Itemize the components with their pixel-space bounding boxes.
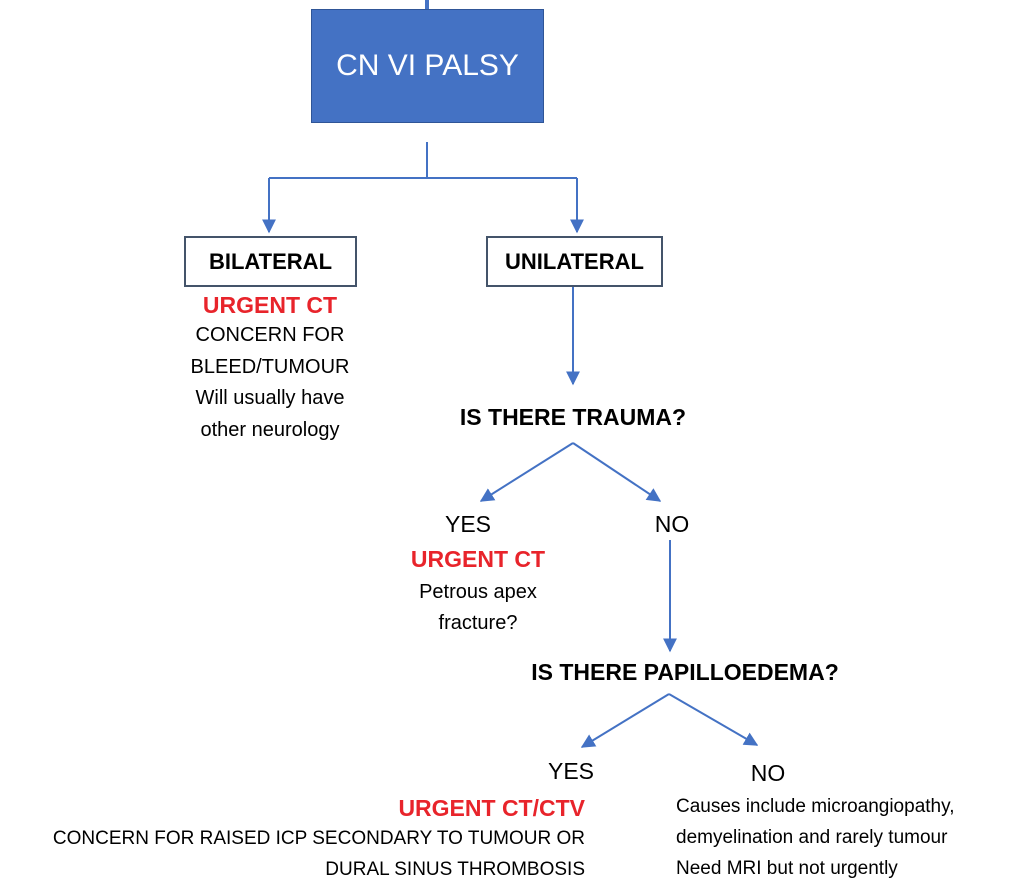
arrow-trauma-no <box>572 442 662 502</box>
bilateral-box: BILATERAL <box>184 236 357 287</box>
arrow-papilloedema-no <box>668 693 759 746</box>
bilateral-note-2: BLEED/TUMOUR <box>190 356 350 378</box>
bilateral-note-1: CONCERN FOR <box>195 324 345 346</box>
bilateral-note-4: other neurology <box>200 419 340 441</box>
trauma-yes-note-2: fracture? <box>438 612 518 634</box>
papilloedema-yes-urgent-ct-ctv: URGENT CT/CTV <box>398 795 585 821</box>
papilloedema-yes-note-2: DURAL SINUS THROMBOSIS <box>325 859 585 880</box>
trauma-yes-note-1: Petrous apex <box>419 581 537 603</box>
papilloedema-yes-label: YES <box>547 758 595 784</box>
bilateral-urgent-ct: URGENT CT <box>202 292 338 318</box>
bilateral-note-3: Will usually have <box>195 387 345 409</box>
unilateral-label: UNILATERAL <box>505 248 644 274</box>
trauma-yes-urgent-ct: URGENT CT <box>410 546 546 572</box>
papilloedema-no-note-1: Causes include microangiopathy, <box>676 796 955 817</box>
arrow-trauma-yes <box>479 442 574 502</box>
trauma-no-label: NO <box>654 511 690 537</box>
trauma-yes-label: YES <box>444 511 492 537</box>
unilateral-box: UNILATERAL <box>486 236 663 287</box>
root-node-cn-vi-palsy: CN VI PALSY <box>311 9 544 123</box>
papilloedema-question: IS THERE PAPILLOEDEMA? <box>531 659 839 685</box>
papilloedema-yes-note-1: CONCERN FOR RAISED ICP SECONDARY TO TUMO… <box>52 828 585 849</box>
bilateral-label: BILATERAL <box>208 248 333 274</box>
trauma-question: IS THERE TRAUMA? <box>459 404 687 430</box>
papilloedema-no-note-3: Need MRI but not urgently <box>676 858 898 879</box>
papilloedema-no-note-2: demyelination and rarely tumour <box>676 827 948 848</box>
papilloedema-no-label: NO <box>750 760 786 786</box>
arrow-papilloedema-yes <box>580 693 670 748</box>
